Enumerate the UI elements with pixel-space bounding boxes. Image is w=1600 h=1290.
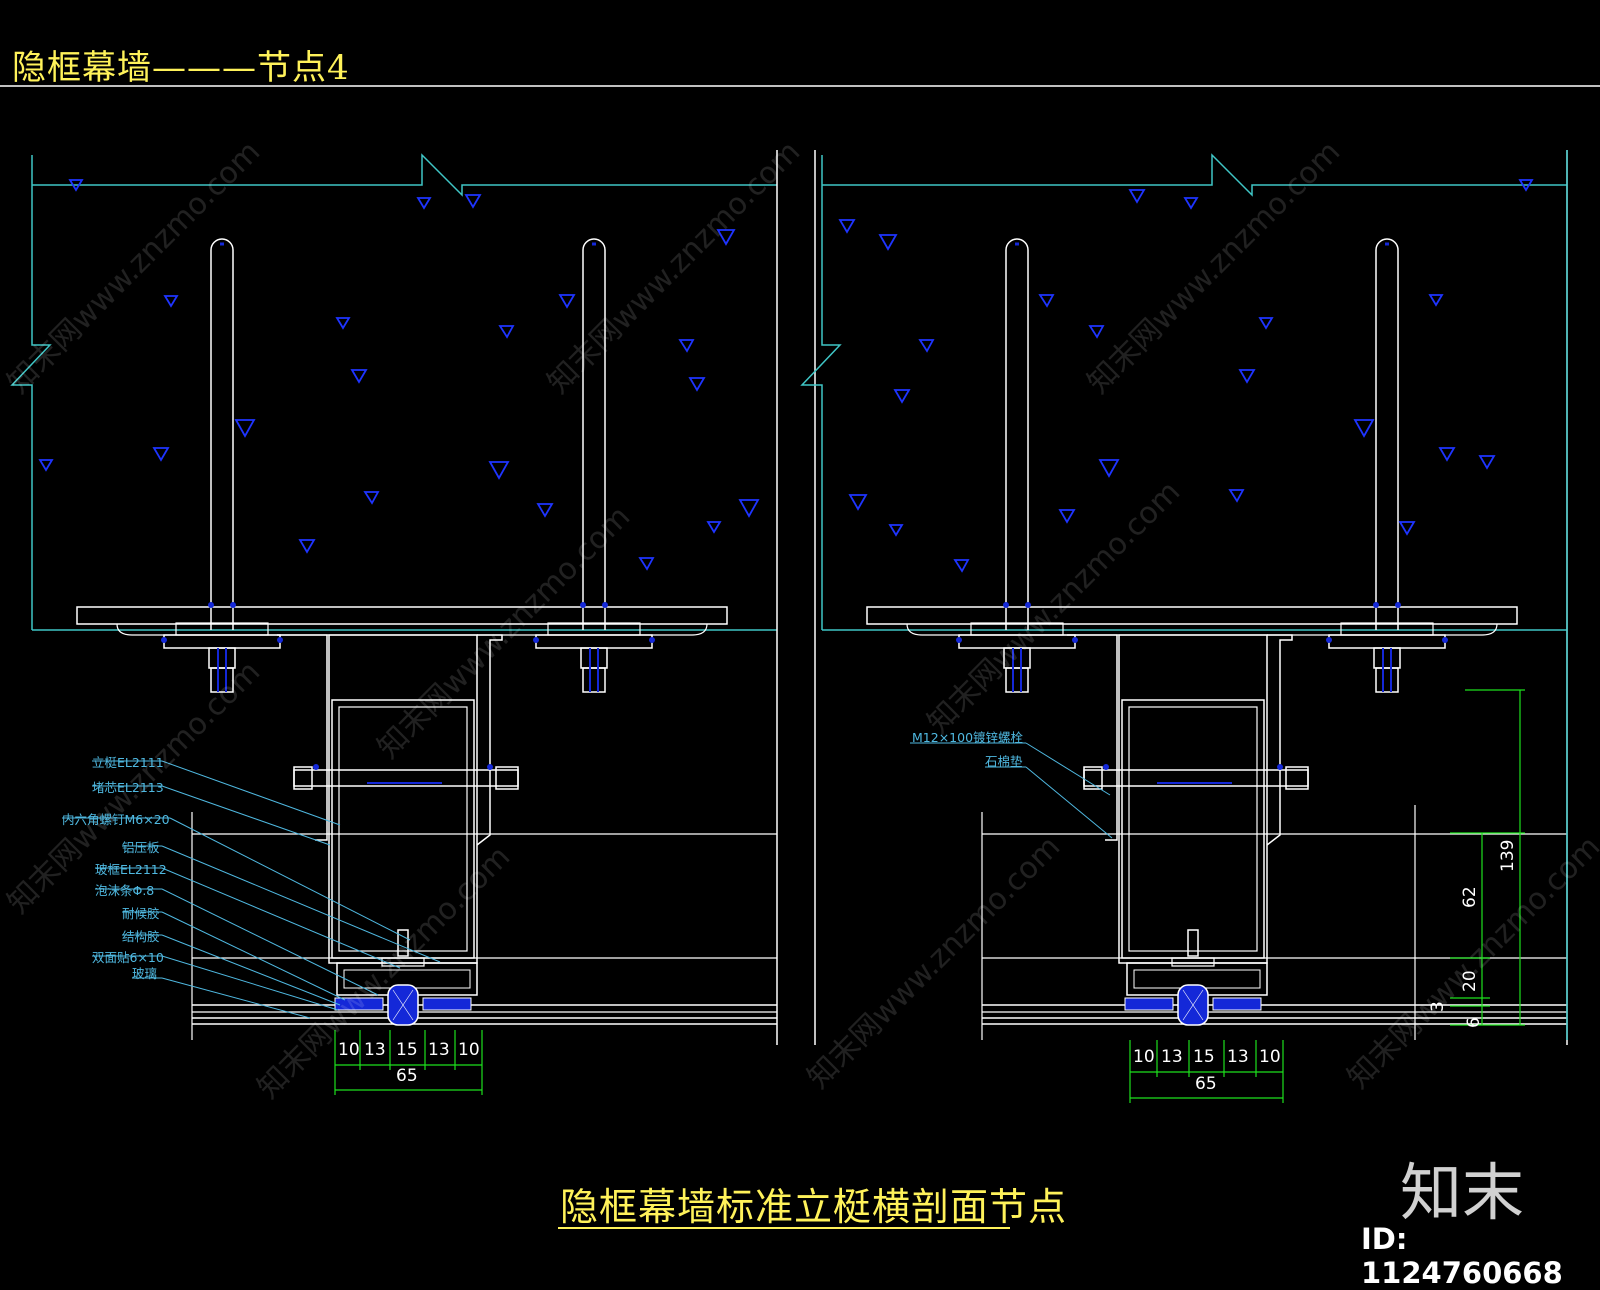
brand-logo: 知末: [1400, 1156, 1525, 1229]
dim-label: 10: [458, 1040, 480, 1060]
callout-label: 立梃EL2111: [92, 755, 164, 770]
watermark: 知末网www.znzmo.com: [1, 134, 267, 400]
callout-label: 玻框EL2112: [95, 862, 167, 877]
dim-label: 13: [1161, 1047, 1183, 1067]
dim-total: 65: [1195, 1074, 1217, 1094]
drawing-title: 隐框幕墙标准立梃横剖面节点: [560, 1185, 1068, 1229]
dim-vertical: 62: [1460, 886, 1480, 908]
dim-label: 15: [1193, 1047, 1215, 1067]
callout-label: 双面贴6×10: [92, 950, 164, 965]
watermarks: 知末网www.znzmo.com 知末网www.znzmo.com 知末网www…: [1, 134, 1600, 1105]
concrete-hatch: [38, 179, 1534, 573]
callout-label: 玻璃: [132, 966, 158, 981]
right-node: [801, 149, 1568, 1046]
dim-label: 15: [396, 1040, 418, 1060]
right-callout-leaders: [910, 742, 1113, 839]
dim-vertical: 3: [1428, 1001, 1448, 1012]
right-side-dimensions: [1414, 689, 1525, 1040]
left-callout-leaders: [62, 760, 441, 1019]
dim-label: 13: [364, 1040, 386, 1060]
watermark: 知末网www.znzmo.com: [801, 829, 1067, 1095]
callout-label: M12×100镀锌螺栓: [912, 730, 1024, 745]
sheet-title: 隐框幕墙———节点4: [12, 48, 350, 88]
callout-label: 泡沫条Φ.8: [95, 883, 155, 898]
watermark: 知末网www.znzmo.com: [371, 499, 637, 765]
dim-label: 10: [338, 1040, 360, 1060]
callout-label: 铝压板: [122, 840, 160, 855]
dim-label: 13: [428, 1040, 450, 1060]
bottom-dimensions-right: [1129, 1040, 1284, 1103]
callout-label: 石棉垫: [985, 754, 1023, 769]
callout-label: 堵芯EL2113: [92, 780, 164, 795]
dim-vertical: 139: [1498, 839, 1518, 872]
callout-label: 结构胶: [122, 929, 160, 944]
callout-label: 耐候胶: [122, 906, 160, 921]
dim-total: 65: [396, 1066, 418, 1086]
watermark: 知末网www.znzmo.com: [541, 134, 807, 400]
watermark: 知末网www.znzmo.com: [1341, 829, 1600, 1095]
dim-vertical: 20: [1460, 970, 1480, 992]
dim-label: 13: [1227, 1047, 1249, 1067]
bottom-dimensions-left: [334, 1030, 483, 1095]
dim-vertical: 6: [1464, 1017, 1484, 1028]
dim-label: 10: [1259, 1047, 1281, 1067]
dim-label: 10: [1133, 1047, 1155, 1067]
callout-label: 内六角螺钉M6×20: [62, 812, 170, 827]
watermark: 知末网www.znzmo.com: [1081, 134, 1347, 400]
